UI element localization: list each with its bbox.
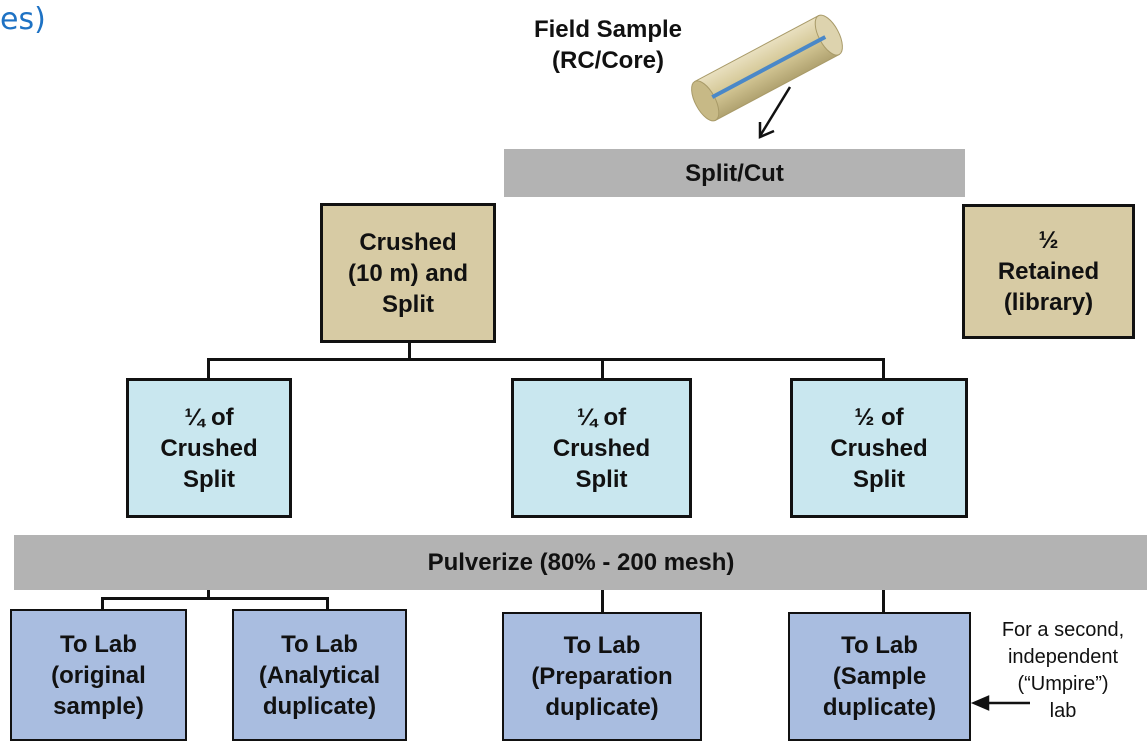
crushed-split-box: Crushed (10 m) and Split	[320, 203, 496, 343]
split-cut-bar: Split/Cut	[504, 149, 965, 197]
lab-preparation-box: To Lab (Preparation duplicate)	[502, 612, 702, 741]
connector-left-mid	[207, 590, 210, 600]
retained-library-box: ½ Retained (library)	[962, 204, 1135, 339]
arrow-note-to-lab	[970, 695, 1030, 711]
connector-half	[882, 358, 885, 380]
pulverize-bar: Pulverize (80% - 200 mesh)	[14, 535, 1147, 590]
half-split-box: ½ of Crushed Split	[790, 378, 968, 518]
slide-title-fragment: es)	[0, 2, 46, 37]
quarter-split-box-b: ¼ of Crushed Split	[511, 378, 692, 518]
connector-preparation	[601, 590, 604, 612]
lab-analytical-box: To Lab (Analytical duplicate)	[232, 609, 407, 741]
connector-pulverize-left	[101, 597, 329, 600]
quarter-split-box-a: ¼ of Crushed Split	[126, 378, 292, 518]
connector-sample	[882, 590, 885, 612]
core-sample-icon	[691, 14, 843, 122]
umpire-lab-note: For a second, independent (“Umpire”) lab	[1001, 619, 1125, 722]
field-sample-label: Field Sample (RC/Core)	[533, 16, 683, 74]
connector-top-bar	[207, 358, 885, 361]
connector-quarter-a	[207, 358, 210, 380]
arrow-core-to-split	[758, 86, 792, 139]
connector-crushed-down	[408, 342, 411, 360]
connector-left-a	[101, 597, 104, 609]
connector-left-b	[326, 597, 329, 609]
connector-quarter-b	[601, 358, 604, 380]
lab-original-box: To Lab (original sample)	[10, 609, 187, 741]
lab-sample-box: To Lab (Sample duplicate)	[788, 612, 971, 741]
